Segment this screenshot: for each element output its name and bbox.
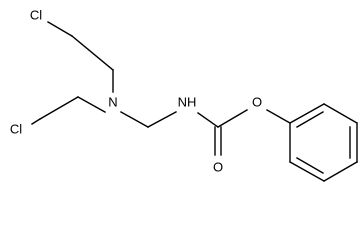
atom-cl-top: Cl [30,8,42,23]
bond-ch2-nh [147,111,177,128]
bond-cl-top-c1 [47,21,73,37]
ring-bond-1 [289,103,325,124]
bond-cl-bottom-c3 [31,118,41,125]
ring-bond-2 [323,103,358,124]
chemical-structure: Cl Cl N NH O O [10,8,358,182]
bond-c1-c2-top [71,35,114,71]
atom-n-amide: NH [178,95,197,110]
bond-n-ch2 [120,111,149,128]
ring-bond-5 [289,161,325,182]
ring-bond-4 [323,161,358,182]
bond-nh-carbonyl [197,112,219,128]
ring-inner-bond-c [296,157,324,174]
bond-carbonyl-ester-o [217,109,248,128]
bond-c3-c4-bottom [39,96,79,120]
atom-n-amine: N [108,95,117,110]
bond-o-phenyl [266,109,291,124]
atom-cl-bottom: Cl [10,122,22,137]
ring-inner-bond-a [296,111,324,128]
atom-o-carbonyl: O [213,160,223,175]
atom-o-ester: O [252,95,262,110]
bond-c4-n-bottom [77,96,106,113]
